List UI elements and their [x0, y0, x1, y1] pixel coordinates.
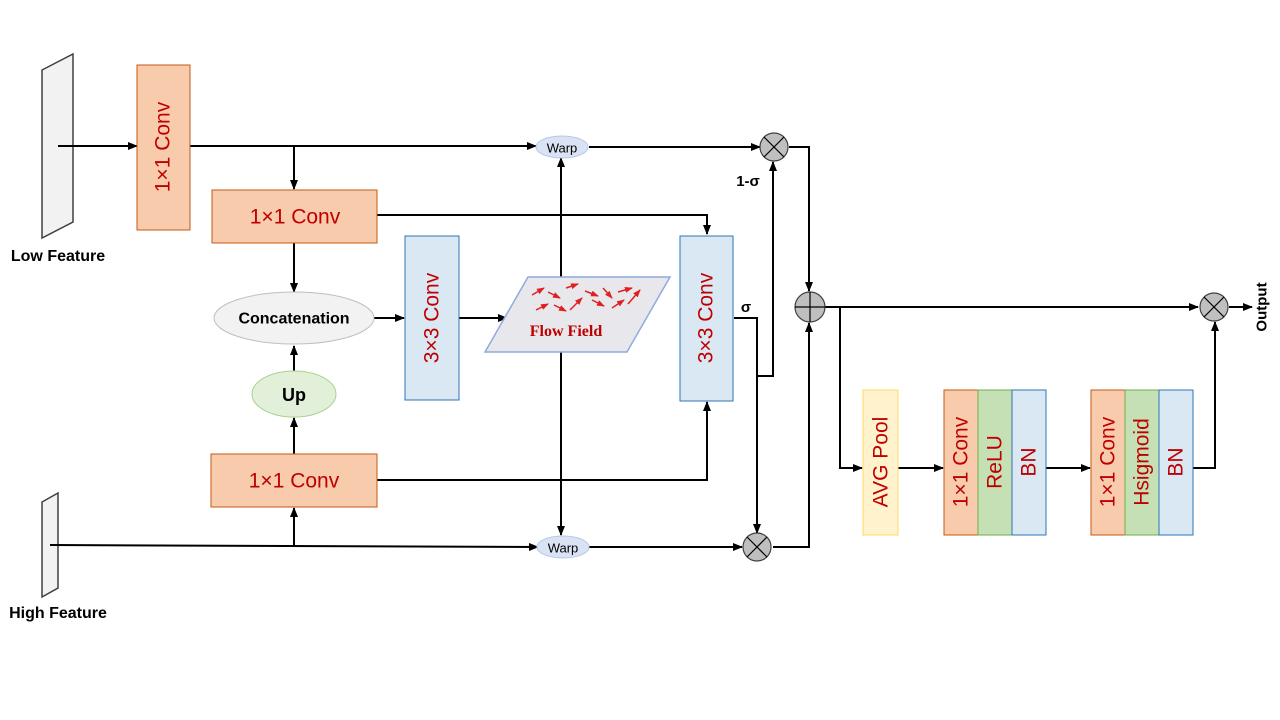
conv-low-label: 1×1 Conv	[250, 206, 341, 229]
conv3-right-block: 3×3 Conv	[679, 235, 734, 402]
conv-low-vertical-block: 1×1 Conv	[136, 64, 191, 231]
conv-hsigmoid-bn-block: 1×1 Conv Hsigmoid BN	[1090, 389, 1194, 536]
conv-a-label: 1×1 Conv	[950, 416, 973, 507]
conv-high-block: 1×1 Conv	[210, 453, 378, 508]
conv3-left-block: 3×3 Conv	[404, 235, 460, 401]
arrow-conv-low-to-conv3-right	[377, 214, 711, 235]
conv-relu-bn-block: 1×1 Conv ReLU BN	[943, 389, 1047, 536]
flow-field-node: Flow Field	[483, 276, 672, 353]
bn-b-label: BN	[1165, 447, 1188, 476]
hsigmoid-label: Hsigmoid	[1131, 418, 1154, 506]
arrow-add-to-avgpool	[839, 307, 863, 472]
high-feature-label: High Feature	[9, 605, 107, 622]
concatenation-label: Concatenation	[238, 311, 349, 328]
warp-bottom-label: Warp	[548, 541, 579, 556]
conv-b-label: 1×1 Conv	[1097, 416, 1120, 507]
arrow-bn-b-to-final-mul	[1193, 321, 1219, 469]
conv-low-block: 1×1 Conv	[211, 189, 378, 244]
concatenation-node: Concatenation	[213, 291, 375, 345]
avg-pool-block: AVG Pool	[862, 389, 899, 536]
warp-top-label: Warp	[547, 141, 578, 156]
flow-field-label: Flow Field	[530, 323, 603, 340]
multiply-bottom-icon	[742, 532, 772, 562]
multiply-top-icon	[759, 132, 789, 162]
up-label: Up	[282, 385, 306, 405]
relu-label: ReLU	[984, 435, 1007, 489]
flow-arrows	[531, 283, 641, 312]
arrow-mul-top-to-add	[789, 146, 813, 292]
low-feature-plane	[41, 52, 74, 240]
one-minus-sigma-label: 1-σ	[736, 173, 760, 190]
arrow-conv-high-to-conv3-right	[377, 401, 711, 481]
up-node: Up	[251, 370, 337, 418]
conv3-right-label: 3×3 Conv	[695, 272, 718, 363]
sigma-label: σ	[741, 299, 751, 316]
arrow-mul-bottom-to-add	[773, 322, 813, 548]
output-label: Output	[1254, 282, 1271, 331]
warp-bottom-node: Warp	[536, 535, 590, 559]
conv-high-label: 1×1 Conv	[249, 470, 340, 493]
bn-a-label: BN	[1018, 447, 1041, 476]
warp-top-node: Warp	[535, 135, 589, 159]
multiply-final-icon	[1199, 292, 1229, 322]
low-feature-label: Low Feature	[11, 248, 105, 265]
conv-low-vertical-label: 1×1 Conv	[152, 101, 175, 192]
avg-pool-label: AVG Pool	[870, 417, 893, 508]
conv3-left-label: 3×3 Conv	[421, 272, 444, 363]
add-icon	[794, 291, 826, 323]
arrow-sigma-to-mul-top	[734, 161, 777, 377]
